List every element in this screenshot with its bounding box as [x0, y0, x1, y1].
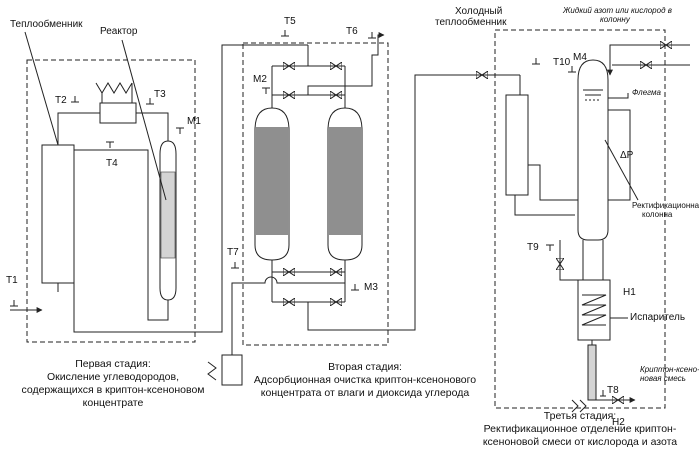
top-manifold: [272, 45, 345, 108]
t2-tag: T2: [55, 95, 67, 106]
stage1-caption-3: содержащихся в криптон-ксеноновом: [21, 384, 204, 396]
evaporator-label: Испаритель: [630, 312, 685, 323]
m4-tag: M4: [573, 52, 587, 63]
stage2-caption-3: концентрата от влаги и диоксида углерода: [261, 387, 470, 399]
t8-tag: T8: [607, 385, 619, 396]
t6-tag: T6: [346, 26, 358, 37]
t5-tag: T5: [284, 16, 296, 27]
reactor-heater-box: [100, 103, 136, 123]
stage1-caption-2: Окисление углеводородов,: [47, 371, 179, 383]
pipe-to-reactor: [136, 113, 168, 141]
stage3-caption-1: Третья стадия:: [544, 410, 616, 422]
stage1-caption-4: концентрате: [83, 397, 144, 409]
pipe-hx-reactor-top: [58, 113, 100, 145]
m1-tag: M1: [187, 116, 201, 127]
m2-tag: M2: [253, 74, 267, 85]
stage3-caption-2: Ректификационное отделение криптон-: [484, 423, 677, 435]
pipe-reactor-loop: [74, 150, 168, 320]
bottom-manifold: [272, 260, 345, 302]
adsorber-left-bed: [256, 127, 288, 235]
pipe-hx-to-column: [528, 165, 578, 200]
evaporator-coil: [582, 295, 606, 325]
t4-tag: T4: [106, 158, 118, 169]
reflux-label: Флегма: [632, 88, 661, 97]
h1-tag: H1: [623, 287, 636, 298]
product-receiver: [588, 345, 596, 400]
kr-xe-label-1: Криптон-ксено-: [640, 365, 699, 374]
regen-heater: [222, 355, 242, 385]
t7-tag: T7: [227, 247, 239, 258]
adsorber-right-bed: [329, 127, 361, 235]
m3-tag: M3: [364, 282, 378, 293]
kr-xe-label-2: новая смесь: [640, 374, 686, 383]
cold-heat-exchanger: [506, 95, 528, 195]
column-label-1: Ректификационная: [632, 201, 699, 210]
cold-hx-label-2: теплообменник: [435, 16, 507, 28]
reactor-heater-coil: [96, 83, 132, 93]
reactor-label: Реактор: [100, 26, 138, 37]
t3-tag: T3: [154, 89, 166, 100]
column-reflux-tray: [583, 90, 603, 95]
dp-label: ΔP: [620, 150, 634, 161]
t9-tag: T9: [527, 242, 539, 253]
t1-tag: T1: [6, 275, 18, 286]
reactor-packing: [161, 172, 175, 258]
heat-exchanger-leader: [25, 32, 58, 145]
stage1-caption-1: Первая стадия:: [75, 358, 151, 370]
regen-heater-coil: [208, 362, 216, 380]
liquid-n2-label-1: Жидкий азот или кислород в: [562, 6, 672, 15]
liquid-n2-label-2: колонну: [600, 15, 631, 24]
stage2-caption-1: Вторая стадия:: [328, 361, 402, 373]
column-label-2: колонна: [642, 210, 673, 219]
stage3-caption-3: ксеноновой смеси от кислорода и азота: [483, 436, 677, 448]
rectification-column: [578, 60, 608, 240]
t10-tag: T10: [553, 57, 571, 68]
cold-hx-label-1: Холодный: [455, 6, 502, 17]
stage2-caption-2: Адсорбционная очистка криптон-ксеноновог…: [254, 374, 476, 386]
heat-exchanger-label: Теплообменник: [10, 18, 83, 30]
pipe-to-cold-hx: [308, 35, 384, 95]
reactor-leader: [122, 40, 166, 200]
liquid-n2-inlet: [610, 45, 690, 75]
heat-exchanger: [42, 145, 74, 283]
pipe-regen-gas: [232, 277, 345, 295]
